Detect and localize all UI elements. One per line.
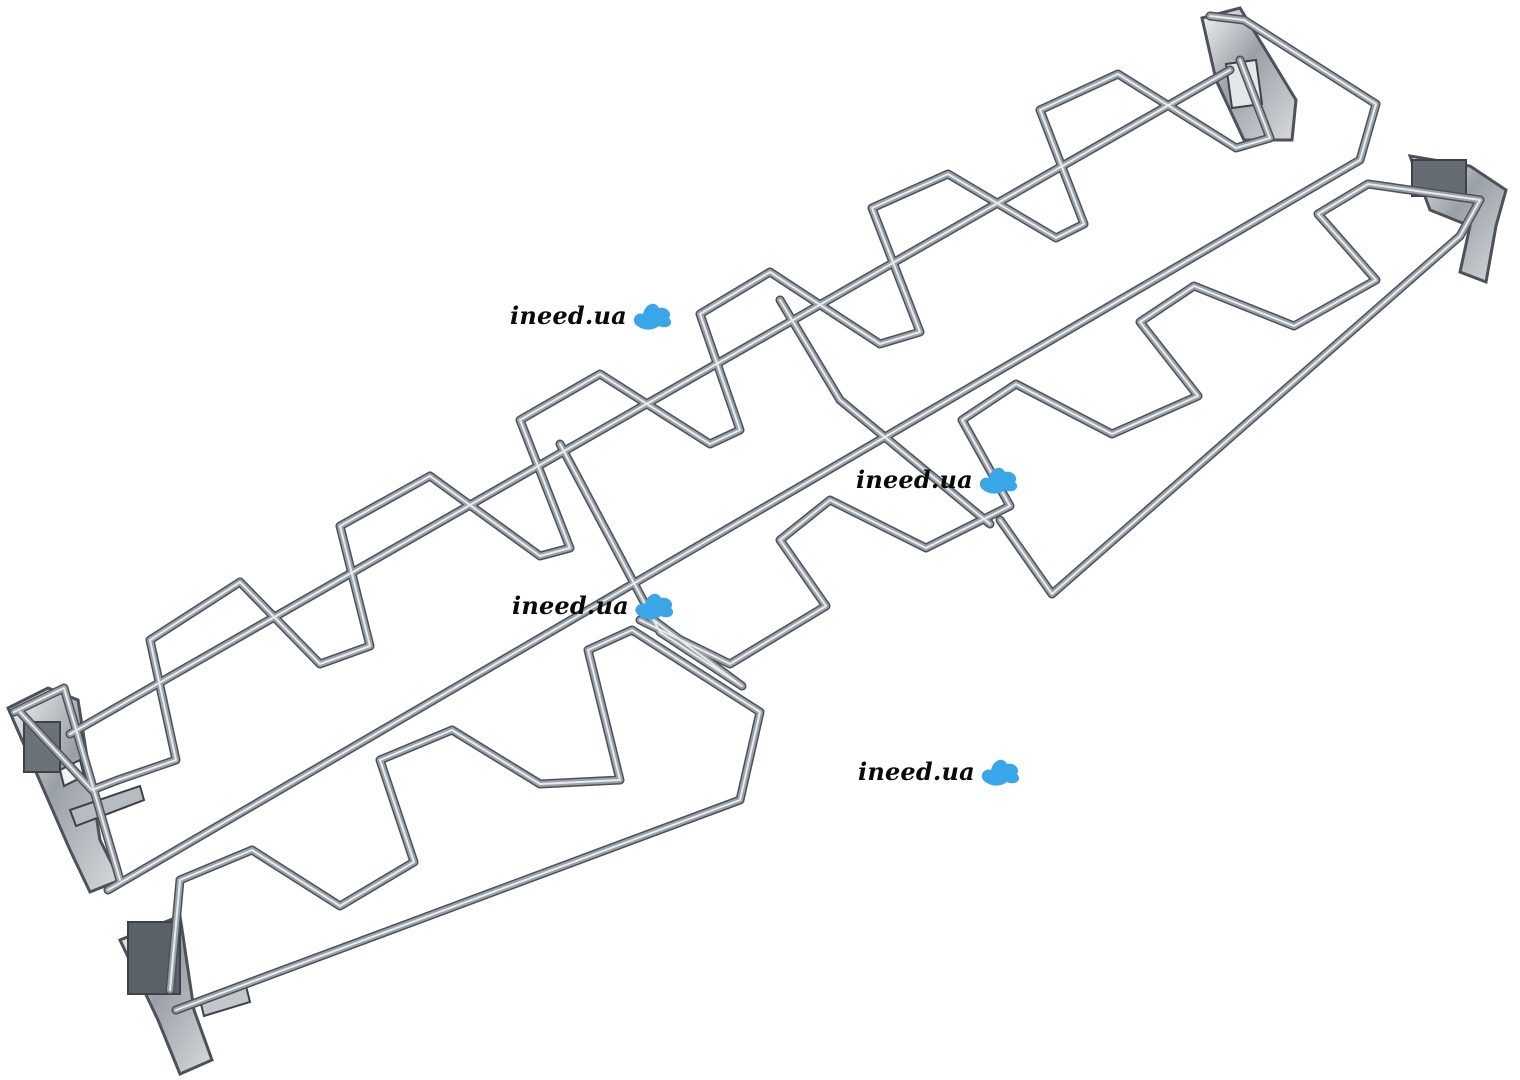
watermark-text: ineed.ua	[512, 590, 629, 620]
watermark-text: ineed.ua	[856, 464, 973, 494]
watermark: ineed.ua	[510, 298, 675, 332]
watermark: ineed.ua	[512, 588, 677, 622]
bracket-left-bottom	[117, 913, 252, 1076]
wire-shadow	[14, 16, 1480, 1010]
watermark: ineed.ua	[858, 754, 1023, 788]
bracket-right-bottom	[1407, 154, 1508, 285]
watermark-text: ineed.ua	[510, 300, 627, 330]
watermark-text: ineed.ua	[858, 756, 975, 786]
watermark: ineed.ua	[856, 462, 1021, 496]
blob-icon	[979, 467, 1017, 494]
blob-icon	[635, 593, 673, 620]
blob-icon	[633, 303, 671, 330]
blob-icon	[981, 759, 1019, 786]
